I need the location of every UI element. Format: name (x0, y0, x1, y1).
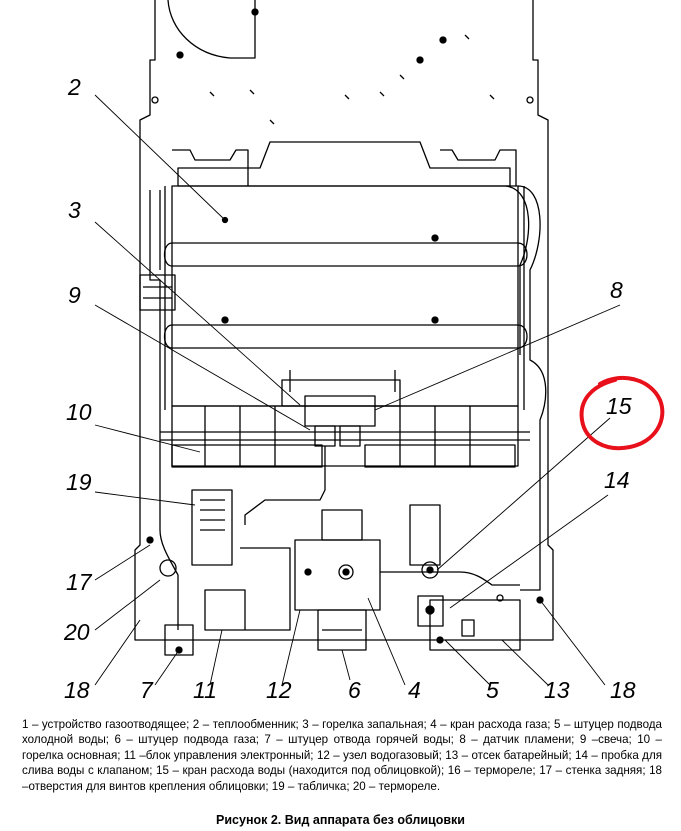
exchanger-pipe-lower (163, 324, 528, 349)
callout-20: 20 (63, 619, 90, 645)
callout-17: 17 (66, 569, 93, 595)
battery-compartment (429, 599, 521, 651)
callout-13: 13 (544, 677, 570, 703)
callout-5: 5 (486, 677, 499, 703)
exchanger-hood (177, 141, 511, 187)
red-highlight-circle (579, 375, 665, 451)
callout-6: 6 (348, 677, 361, 703)
callout-15: 15 (606, 393, 632, 419)
hot-water-outlet (164, 624, 194, 656)
callout-9: 9 (68, 282, 81, 308)
exchanger-pipe-upper (163, 242, 528, 267)
callout-11: 11 (193, 677, 217, 703)
callout-12: 12 (266, 677, 292, 703)
callout-18-left: 18 (64, 677, 90, 703)
main-burner (171, 405, 519, 467)
callout-4: 4 (408, 677, 421, 703)
figure-caption: Рисунок 2. Вид аппарата без облицовки (216, 813, 465, 827)
water-heater-diagram: 2 3 9 10 19 17 20 18 7 11 12 6 4 5 13 18… (63, 0, 665, 703)
back-wall (134, 0, 554, 641)
callout-8: 8 (610, 277, 623, 303)
legend-text: 1 – устройство газоотводящее; 2 – теплоо… (22, 718, 662, 793)
callout-18-right: 18 (610, 677, 636, 703)
callout-14: 14 (604, 467, 630, 493)
left-water-pipe (149, 190, 179, 630)
control-block (204, 547, 291, 631)
flue-device (167, 0, 256, 59)
callout-3: 3 (68, 197, 81, 223)
cold-water-pipe (380, 571, 520, 586)
callout-10: 10 (66, 399, 92, 425)
pilot-burner (281, 370, 401, 407)
name-plate (191, 489, 233, 566)
callout-7: 7 (140, 677, 154, 703)
callout-2: 2 (67, 74, 81, 100)
callout-19: 19 (66, 469, 92, 495)
